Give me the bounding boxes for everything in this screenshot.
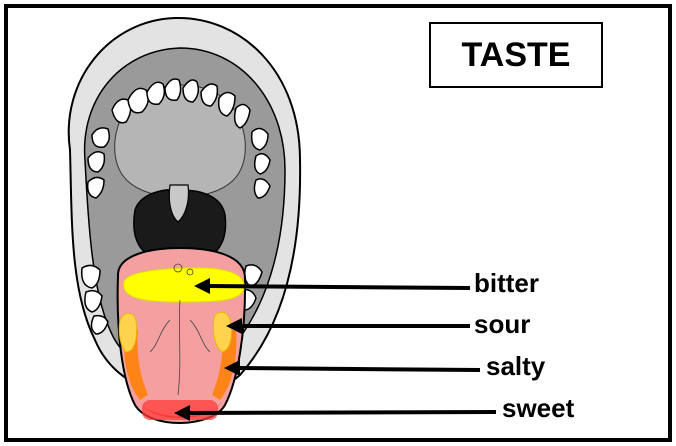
label-sweet: sweet bbox=[502, 395, 574, 421]
arrow-salty bbox=[236, 368, 480, 370]
label-bitter: bitter bbox=[474, 270, 539, 296]
arrow-bitter bbox=[206, 286, 470, 288]
arrow-sweet bbox=[186, 412, 496, 413]
diagram-title: TASTE bbox=[429, 22, 603, 88]
label-sour: sour bbox=[474, 311, 530, 337]
label-salty: salty bbox=[486, 353, 545, 379]
sour-zone-left bbox=[119, 313, 136, 352]
